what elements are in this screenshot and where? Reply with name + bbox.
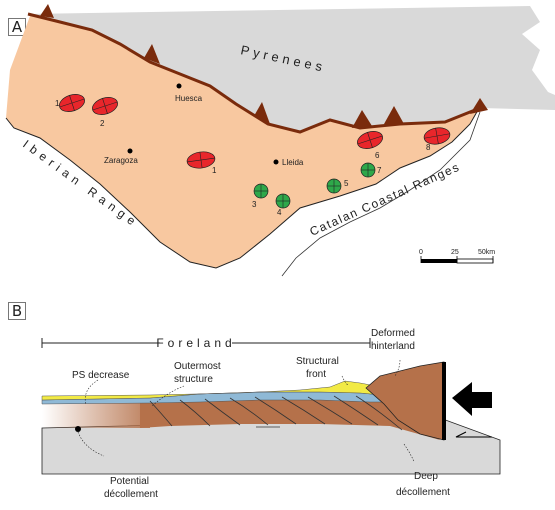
scale-tick-0: 0	[419, 249, 423, 256]
scale-tick-50: 50km	[478, 249, 495, 256]
red-site-label-6: 6	[375, 151, 380, 160]
deep-decollement-label-2: décollement	[396, 487, 450, 498]
ps-decrease-label: PS decrease	[72, 370, 130, 381]
green-site-5	[326, 178, 342, 194]
red-site-label-1b: 1	[212, 166, 217, 175]
green-site-label-3: 3	[252, 200, 257, 209]
city-dot-lleida	[273, 159, 279, 165]
cross-section-panel: Foreland	[41, 328, 501, 500]
city-label-lleida: Lleida	[282, 158, 304, 167]
foreland-bracket	[41, 338, 371, 348]
coastline	[281, 111, 481, 277]
red-site-label-8: 8	[426, 143, 431, 152]
basin-outline	[5, 109, 479, 269]
green-site-3	[253, 183, 269, 199]
deformed-hinterland-label-2: hinterland	[371, 341, 415, 352]
panel-a-tag: A	[8, 18, 26, 36]
red-site-1b	[186, 151, 216, 169]
map-panel: Pyrenees Iberian Range Catalan Coastal R…	[5, 4, 555, 277]
ps-decrease-gradient	[42, 401, 150, 428]
pyrenean-thrust-front	[27, 12, 481, 134]
structural-front-label-1: Structural	[296, 356, 339, 367]
red-site-8	[423, 127, 451, 145]
city-label-zaragoza: Zaragoza	[104, 156, 138, 165]
red-site-6	[357, 131, 383, 149]
red-site-label-2: 2	[100, 119, 105, 128]
city-dot-zaragoza	[127, 148, 133, 154]
green-site-label-5: 5	[344, 179, 349, 188]
annotation-leaders	[77, 359, 415, 463]
ebro-basin	[6, 16, 478, 268]
city-dot-huesca	[176, 83, 182, 89]
scale-tick-25: 25	[451, 249, 459, 256]
outermost-structure-label-2: structure	[174, 374, 213, 385]
pyrenees-area	[28, 6, 555, 132]
push-arrow-icon	[452, 382, 492, 416]
red-site-label-1a: 1	[55, 99, 60, 108]
city-label-huesca: Huesca	[175, 94, 203, 103]
potential-decollement-label-1: Potential	[110, 476, 149, 487]
thrust-teeth	[40, 4, 488, 128]
thrust-faults	[149, 395, 403, 431]
deformed-hinterland-label-1: Deformed	[371, 328, 415, 339]
green-site-4	[275, 193, 291, 209]
green-site-7	[360, 162, 376, 178]
red-site-1a	[59, 94, 85, 112]
panel-b-tag: B	[8, 302, 26, 320]
foreland-label: Foreland	[156, 336, 235, 350]
deep-decollement-label-1: Deep	[414, 471, 438, 482]
scale-bar	[420, 256, 494, 264]
potential-decollement-point	[75, 426, 81, 432]
slip-arrow-icon	[455, 431, 492, 438]
structural-front-label-2: front	[306, 369, 326, 380]
green-site-label-7: 7	[377, 166, 382, 175]
outermost-structure-label-1: Outermost	[174, 361, 221, 372]
green-site-label-4: 4	[277, 208, 282, 217]
potential-decollement-label-2: décollement	[104, 489, 158, 500]
red-site-2	[92, 97, 118, 115]
